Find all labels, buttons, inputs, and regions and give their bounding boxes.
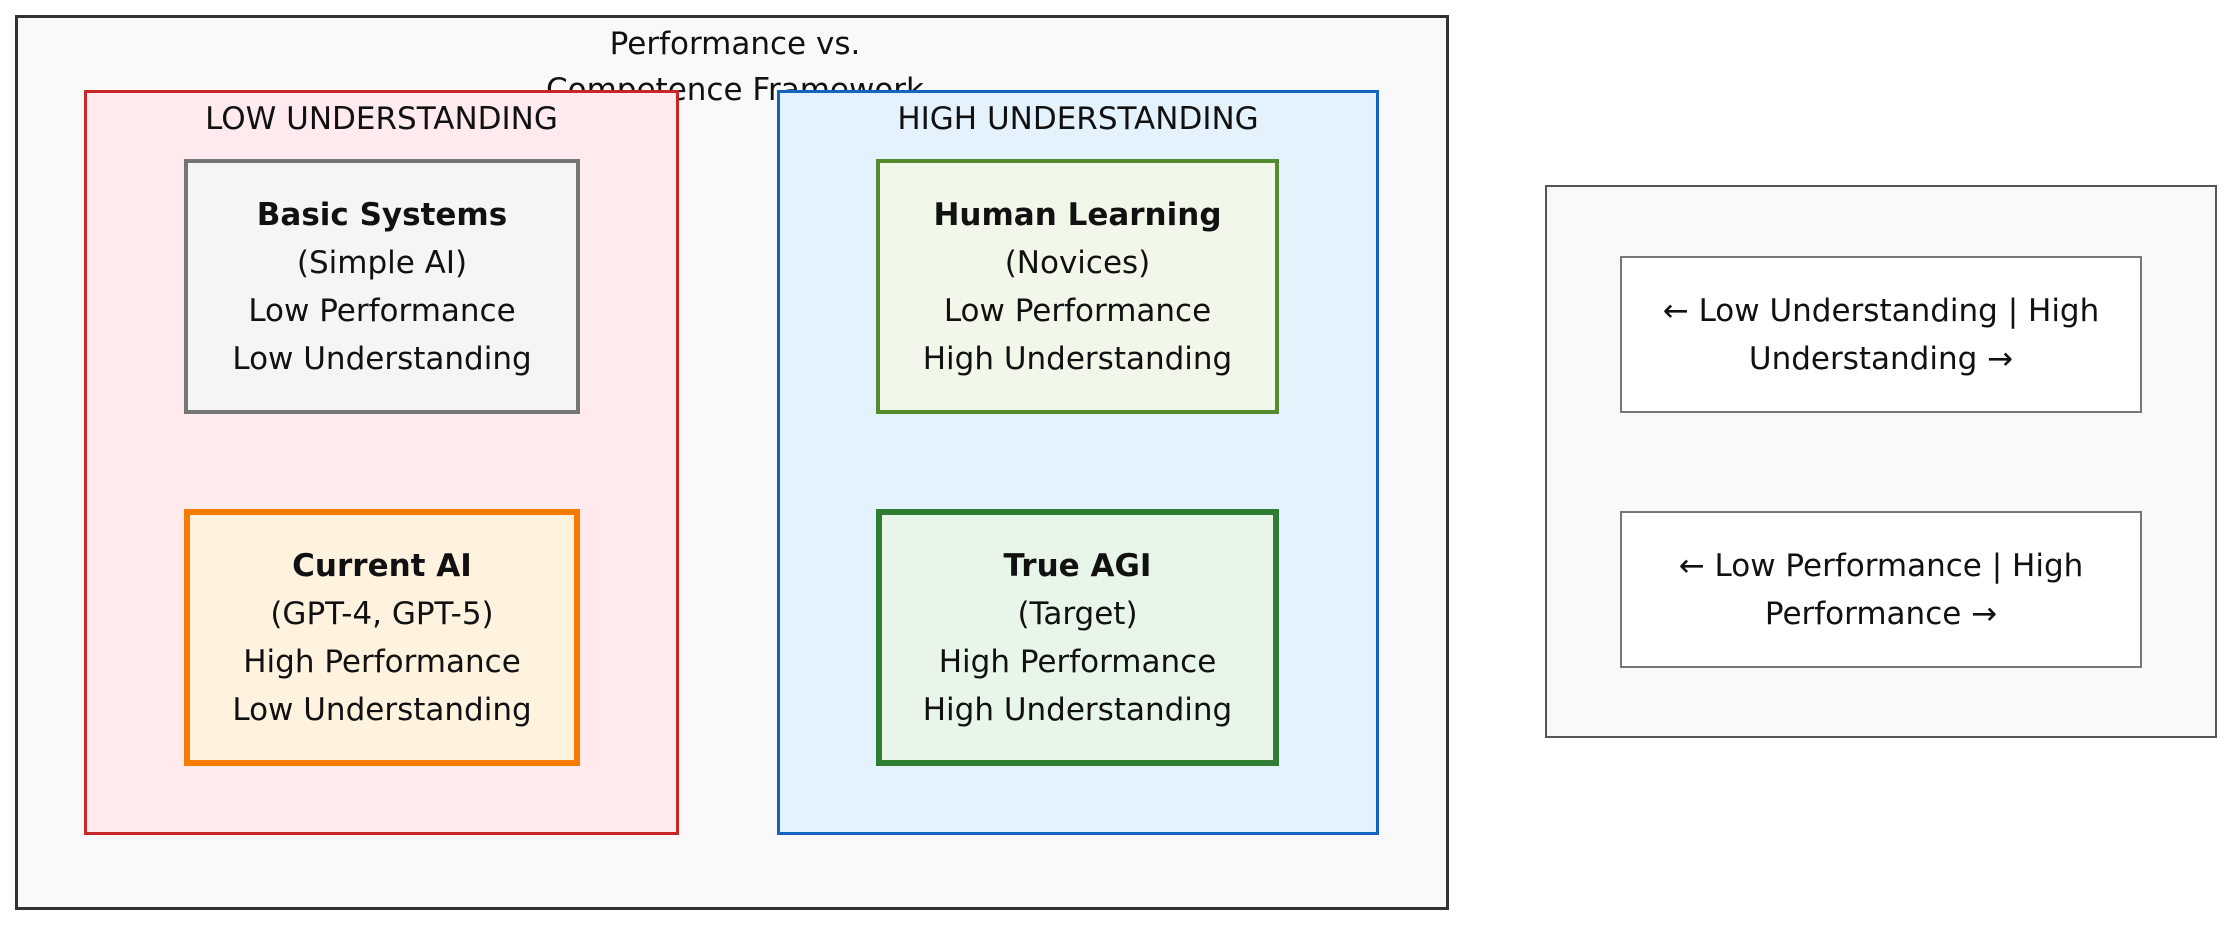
- node-performance: Low Performance: [943, 292, 1212, 329]
- node-title: Current AI: [292, 547, 472, 584]
- node-performance: High Performance: [938, 643, 1217, 680]
- low-understanding-label: LOW UNDERSTANDING: [205, 101, 558, 137]
- node-performance: Low Performance: [248, 292, 516, 329]
- legend-performance-axis: ← Low Performance | High Performance →: [1620, 511, 2142, 668]
- node-understanding: Low Understanding: [232, 340, 532, 377]
- diagram-title-line1: Performance vs.: [609, 26, 861, 62]
- human-learning-node: Human Learning (Novices) Low Performance…: [876, 159, 1279, 414]
- legend-understanding-axis: ← Low Understanding | High Understanding…: [1620, 256, 2142, 413]
- node-understanding: High Understanding: [922, 340, 1233, 377]
- node-title: True AGI: [1003, 547, 1152, 584]
- node-subtitle: (Simple AI): [296, 244, 468, 281]
- node-title: Basic Systems: [256, 196, 508, 233]
- node-performance: High Performance: [243, 643, 521, 680]
- node-subtitle: (Target): [1017, 595, 1138, 632]
- basic-systems-node: Basic Systems (Simple AI) Low Performanc…: [184, 159, 580, 414]
- current-ai-node: Current AI (GPT-4, GPT-5) High Performan…: [184, 509, 580, 766]
- node-understanding: High Understanding: [922, 691, 1233, 728]
- node-understanding: Low Understanding: [232, 691, 532, 728]
- true-agi-node: True AGI (Target) High Performance High …: [876, 509, 1279, 766]
- node-subtitle: (Novices): [1004, 244, 1151, 281]
- high-understanding-label: HIGH UNDERSTANDING: [897, 101, 1259, 137]
- node-subtitle: (GPT-4, GPT-5): [270, 595, 494, 632]
- node-title: Human Learning: [933, 196, 1222, 233]
